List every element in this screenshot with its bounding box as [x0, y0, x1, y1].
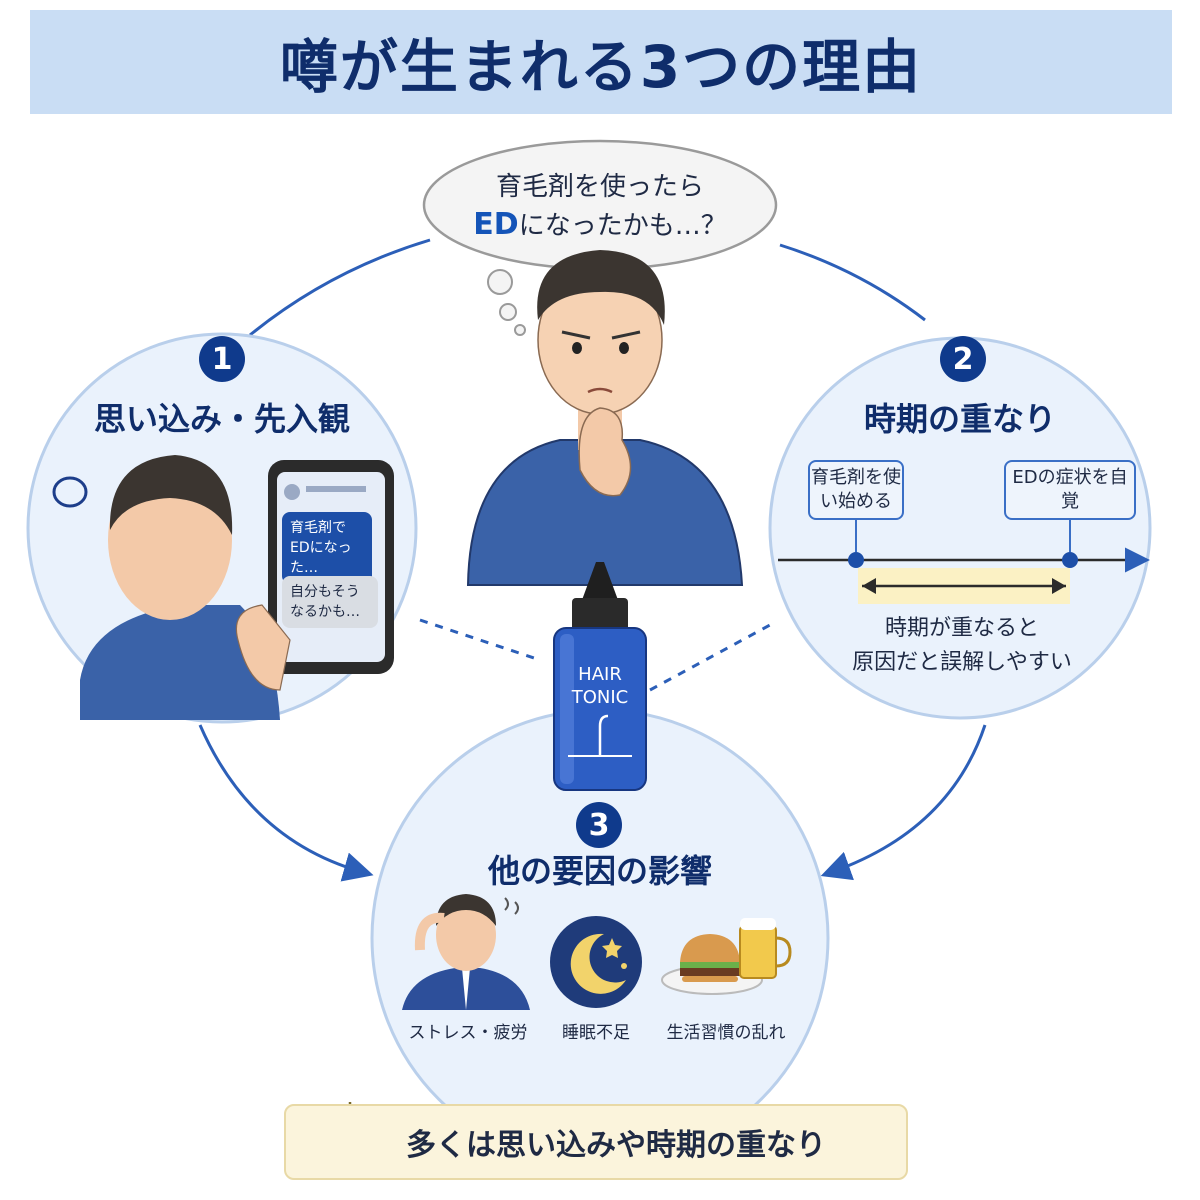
timeline-note-line2: 原因だと誤解しやすい	[852, 650, 1072, 675]
arc-top-left	[249, 238, 431, 337]
reason3-number: 3	[576, 802, 622, 848]
thought-text: 育毛剤を使ったら EDになったかも…？	[450, 168, 750, 245]
timeline-note: 時期が重なると 原因だと誤解しやすい	[812, 612, 1112, 680]
reason3-heading: 他の要因の影響	[487, 852, 712, 890]
factor-stress-label: ストレス・疲労	[408, 1023, 528, 1043]
thought-line1: 育毛剤を使ったら	[495, 172, 704, 202]
thinking-man-icon	[466, 250, 744, 586]
arrow-right	[820, 724, 987, 881]
phone-message-2: 自分もそうなるかも…	[282, 576, 378, 628]
thought-ed: ED	[473, 207, 519, 242]
bottle-label-line2: TONIC	[571, 687, 629, 708]
bottle-label-line1: HAIR	[578, 664, 622, 685]
summary-text: 多くは思い込みや時期の重なり	[406, 1128, 826, 1163]
phone-message-1: 育毛剤でEDになった…	[282, 512, 372, 584]
stressed-man-icon	[402, 894, 530, 1010]
summary-box: 多くは思い込みや時期の重なり	[284, 1104, 908, 1180]
reason2-number: 2	[940, 336, 986, 382]
title-bar: 噂が生まれる3つの理由	[30, 10, 1172, 114]
reason1-number: 1	[199, 336, 245, 382]
thought-line2-rest: になったかも…？	[518, 211, 727, 241]
reason2-heading: 時期の重なり	[863, 400, 1056, 438]
hair-tonic-bottle-icon: HAIR TONIC	[553, 562, 647, 791]
timeline-end-box: EDの症状を自覚	[1004, 460, 1136, 520]
arc-top-right	[779, 243, 926, 322]
reason1-heading: 思い込み・先入観	[93, 400, 350, 438]
arrow-left	[198, 724, 374, 882]
dashed-line-right	[649, 623, 771, 692]
moon-icon	[550, 916, 642, 1008]
factor-lifestyle-label: 生活習慣の乱れ	[666, 1023, 786, 1043]
burger-beer-icon	[661, 918, 792, 995]
dashed-line-left	[419, 618, 541, 662]
timeline	[778, 520, 1150, 604]
timeline-start-box: 育毛剤を使い始める	[808, 460, 904, 520]
factor-sleep-label: 睡眠不足	[562, 1023, 630, 1043]
thought-line2: EDになったかも…？	[450, 206, 750, 245]
page-title: 噂が生まれる3つの理由	[279, 33, 923, 101]
timeline-note-line1: 時期が重なると	[884, 616, 1039, 641]
